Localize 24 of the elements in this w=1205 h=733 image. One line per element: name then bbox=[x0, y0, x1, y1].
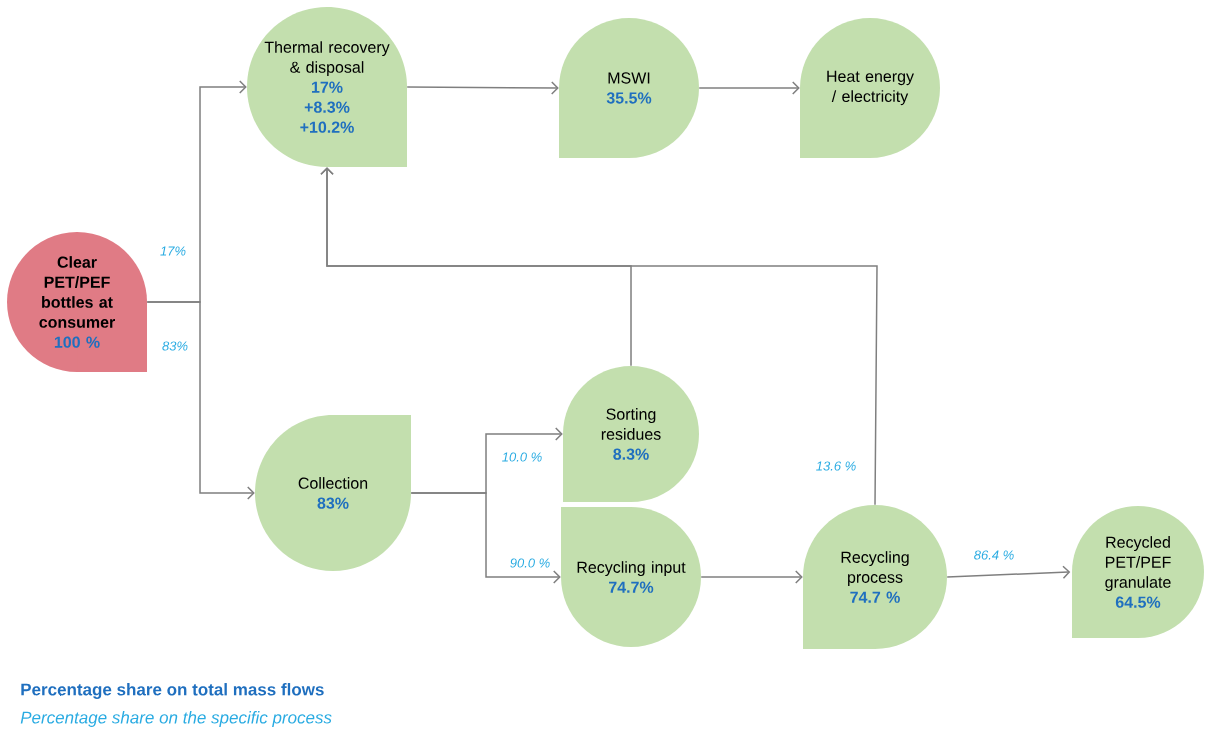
arrow bbox=[410, 492, 561, 584]
edge-label: 90.0 % bbox=[510, 558, 550, 568]
edge-label: 83% bbox=[162, 341, 188, 351]
edge-label: 86.4 % bbox=[974, 550, 1014, 560]
arrow bbox=[698, 81, 800, 95]
teardrop-node: Heat energy / electricity bbox=[800, 18, 940, 158]
arrow bbox=[700, 570, 803, 584]
teardrop-node: Recycled PET/PEF granulate 64.5% bbox=[1072, 506, 1204, 638]
arrow bbox=[946, 565, 1071, 579]
teardrop-node: MSWI 35.5% bbox=[559, 18, 699, 158]
edge-label: 10.0 % bbox=[502, 452, 542, 462]
arrow bbox=[320, 167, 878, 506]
teardrop-node: Sorting residues 8.3% bbox=[563, 366, 699, 502]
edge-label: 13.6 % bbox=[816, 461, 856, 471]
arrow bbox=[406, 81, 559, 95]
teardrop-node: Clear PET/PEF bottles at consumer 100 % bbox=[7, 232, 147, 372]
legend-text: Percentage share on total mass flows bbox=[21, 683, 324, 699]
teardrop-node: Recycling input 74.7% bbox=[561, 507, 701, 647]
teardrop-node: Collection 83% bbox=[255, 415, 411, 571]
teardrop-node: Thermal recovery & disposal 17% +8.3% +10.2% bbox=[247, 7, 407, 167]
teardrop-node: Recycling process 74.7 % bbox=[803, 505, 947, 649]
edge-label: 17% bbox=[160, 246, 186, 256]
legend-text: Percentage share on the specific process bbox=[20, 711, 332, 727]
arrow bbox=[146, 301, 255, 500]
